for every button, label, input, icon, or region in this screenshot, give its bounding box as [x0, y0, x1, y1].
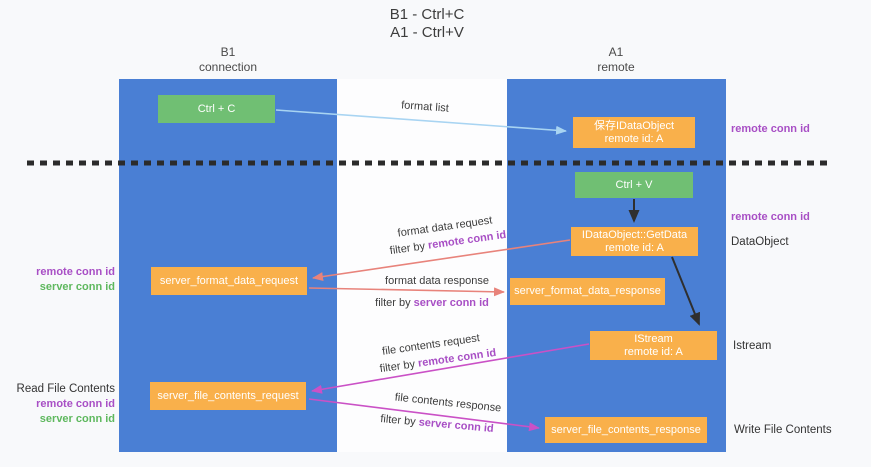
title-line-2: A1 - Ctrl+V [390, 24, 464, 41]
node-idataobject-getdata: IDataObject::GetData remote id: A [571, 227, 698, 256]
node-getdata-line2: remote id: A [605, 241, 664, 254]
node-ctrl-c: Ctrl + C [158, 95, 275, 123]
filter-by-text: filter by [375, 297, 414, 309]
edge-label-format-data-response: format data response [385, 275, 489, 287]
label-remote-conn-id-left-mid: remote conn id [36, 266, 115, 278]
lane-b1-subtitle: connection [198, 60, 258, 74]
node-getdata-line1: IDataObject::GetData [581, 228, 688, 241]
left-conn-id-block-mid: remote conn id server conn id [15, 265, 115, 295]
node-file-request-label: server_file_contents_request [157, 389, 299, 402]
lane-a1-subtitle: remote [597, 60, 635, 74]
title-line-1: B1 - Ctrl+C [389, 6, 465, 23]
node-ctrl-c-label: Ctrl + C [197, 102, 236, 115]
label-server-conn-id-left-bottom: server conn id [39, 413, 115, 425]
node-ctrl-v-label: Ctrl + V [615, 178, 653, 191]
server-conn-id-text: server conn id [413, 297, 489, 309]
label-read-file-contents: Read File Contents [16, 383, 115, 395]
edge-label-filter-server-1: filter by server conn id [375, 297, 489, 309]
label-remote-conn-id-right-mid: remote conn id [731, 211, 810, 223]
node-istream-line1: IStream [634, 332, 673, 345]
lane-b1-name: B1 [220, 45, 236, 59]
node-istream-line2: remote id: A [624, 345, 683, 358]
node-save-idataobject-line2: remote id: A [604, 132, 664, 145]
node-format-request-label: server_format_data_request [159, 274, 299, 287]
diagram-title: B1 - Ctrl+C A1 - Ctrl+V [390, 6, 465, 42]
lane-a1-name: A1 [608, 45, 624, 59]
node-ctrl-v: Ctrl + V [575, 172, 693, 198]
left-conn-id-block-bottom: remote conn id server conn id [15, 397, 115, 427]
lane-header-a1: A1 remote [597, 45, 634, 75]
node-istream: IStream remote id: A [590, 331, 717, 360]
node-server-format-data-response: server_format_data_response [510, 278, 665, 305]
node-server-format-data-request: server_format_data_request [151, 267, 307, 295]
label-istream: Istream [733, 340, 772, 352]
node-save-idataobject: 保存IDataObject remote id: A [573, 117, 695, 148]
label-remote-conn-id-right-top: remote conn id [731, 123, 810, 135]
node-file-response-label: server_file_contents_response [551, 423, 701, 436]
label-server-conn-id-left-mid: server conn id [39, 281, 115, 293]
node-server-file-contents-request: server_file_contents_request [150, 382, 306, 410]
node-save-idataobject-line1: 保存IDataObject [593, 119, 675, 132]
label-remote-conn-id-left-bottom: remote conn id [36, 398, 115, 410]
node-server-file-contents-response: server_file_contents_response [545, 417, 707, 443]
label-write-file-contents: Write File Contents [734, 424, 832, 436]
lane-header-b1: B1 connection [199, 45, 257, 75]
node-format-response-label: server_format_data_response [514, 285, 661, 297]
label-dataobject: DataObject [731, 236, 789, 248]
